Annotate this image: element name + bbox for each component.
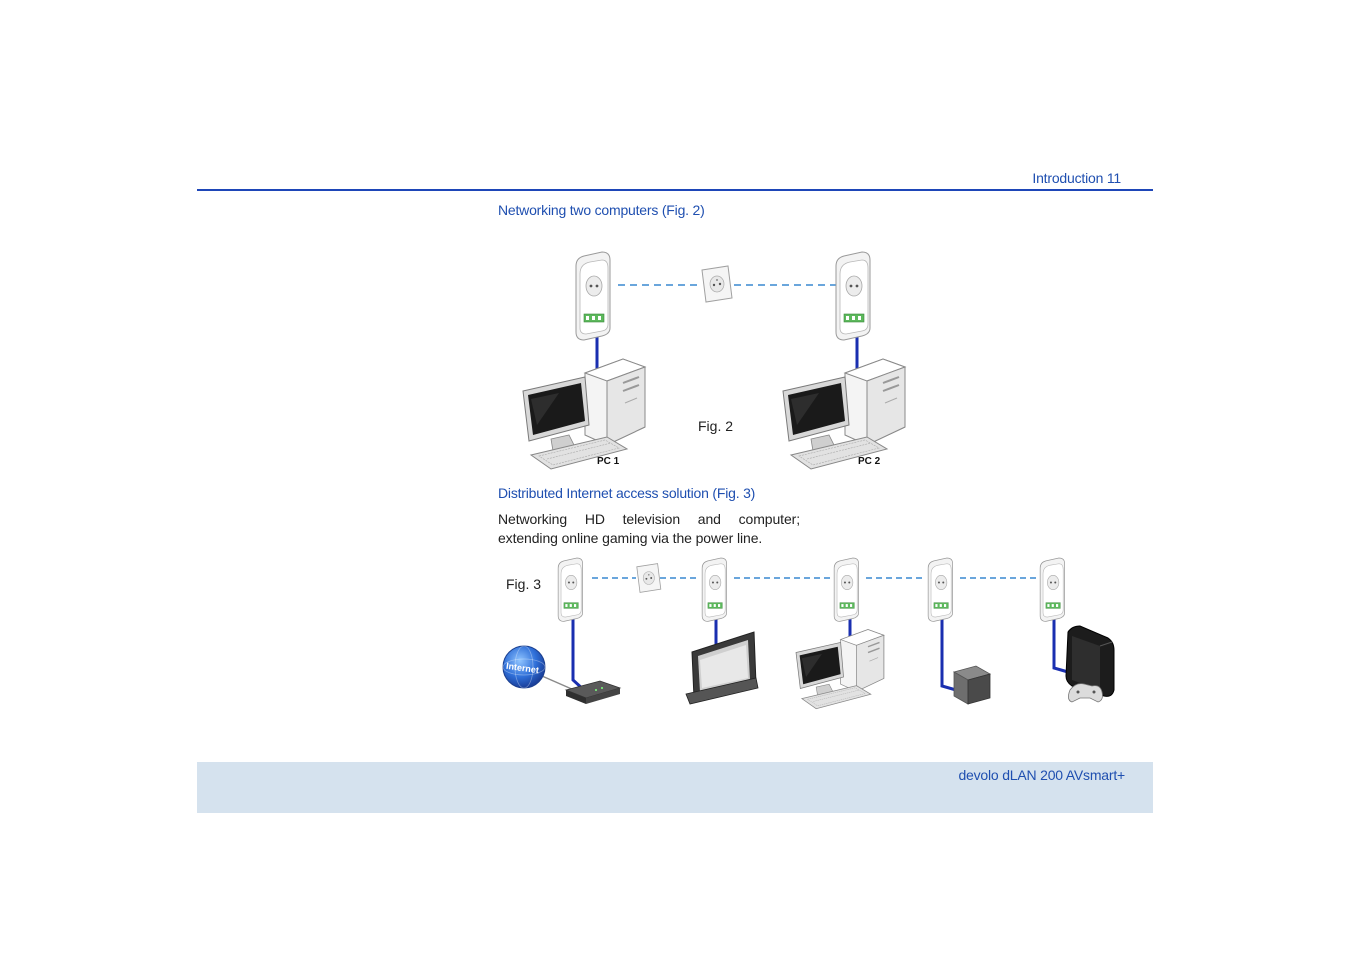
desktop-pc-icon [783,359,905,469]
desktop-pc-icon [796,629,884,708]
figure-2-caption: Fig. 2 [698,418,733,434]
powerline-adapter-icon [558,558,582,621]
game-console-icon [1066,626,1114,696]
powerline-adapter-icon [836,252,870,340]
internet-label: Internet [505,661,539,675]
powerline-adapter-icon [1040,558,1064,621]
powerline-adapter-icon [928,558,952,621]
router-icon [566,681,620,704]
section-title-distributed-internet: Distributed Internet access solution (Fi… [498,485,755,501]
media-box-icon [954,666,990,704]
desktop-pc-icon [523,359,645,469]
gamepad-icon [1068,684,1102,702]
powerline-adapter-icon [576,252,610,340]
powerline-adapter-icon [834,558,858,621]
wall-socket-icon [637,564,661,593]
wall-socket-icon [702,266,732,302]
pc2-label: PC 2 [858,456,880,467]
header-rule [197,189,1153,191]
footer-product-name: devolo dLAN 200 AVsmart+ [958,767,1125,783]
section-body: Networking HD television and computer; e… [498,510,800,548]
footer-band: devolo dLAN 200 AVsmart+ [197,762,1153,813]
section-title-networking-two-computers: Networking two computers (Fig. 2) [498,202,705,218]
figure-3-caption: Fig. 3 [506,576,541,592]
tv-icon [686,632,758,704]
powerline-adapter-icon [702,558,726,621]
running-title: Introduction 11 [1000,170,1121,186]
pc1-label: PC 1 [597,456,619,467]
